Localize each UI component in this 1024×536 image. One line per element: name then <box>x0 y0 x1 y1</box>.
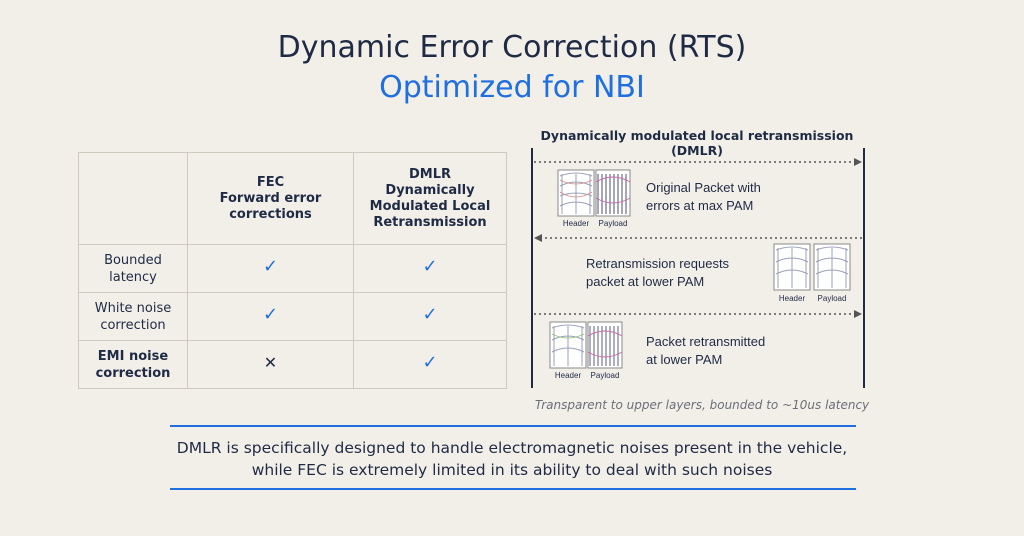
packet-thumbnail-1: Header Payload <box>557 169 631 228</box>
row-label-white-noise: White noise correction <box>78 292 188 341</box>
summary-line1: DMLR is specifically designed to handle … <box>176 439 848 457</box>
row-label-line: correction <box>100 317 166 333</box>
summary-text: DMLR is specifically designed to handle … <box>130 437 894 481</box>
cell-dmlr-bounded-latency: ✓ <box>353 244 507 293</box>
cell-dmlr-white-noise: ✓ <box>353 292 507 341</box>
cross-icon: ✕ <box>263 353 278 372</box>
dmlr-header-line4: Retransmission <box>373 214 487 230</box>
row-label-line: EMI noise <box>97 348 169 364</box>
dmlr-header-title: DMLR <box>408 166 452 182</box>
column-header-fec: FEC Forward error corrections <box>187 152 354 245</box>
column-header-dmlr: DMLR Dynamically Modulated Local Retrans… <box>353 152 507 245</box>
check-icon: ✓ <box>422 351 438 373</box>
check-icon: ✓ <box>422 255 438 277</box>
cell-fec-white-noise: ✓ <box>187 292 354 341</box>
table-row: White noise correction ✓ ✓ <box>78 292 507 341</box>
divider-top <box>170 425 856 427</box>
table-row: EMI noise correction ✕ ✓ <box>78 340 507 389</box>
header-label: Header <box>563 219 590 228</box>
diagram-heading: Dynamically modulated local retransmissi… <box>540 128 854 158</box>
divider-bottom <box>170 488 856 490</box>
row-label-line: correction <box>95 365 171 381</box>
row-label-emi-noise: EMI noise correction <box>78 340 188 389</box>
step2-text-line2: packet at lower PAM <box>586 274 704 289</box>
cell-dmlr-emi-noise: ✓ <box>353 340 507 389</box>
cell-fec-emi-noise: ✕ <box>187 340 354 389</box>
step3-text-line1: Packet retransmitted <box>646 334 765 349</box>
fec-header-title: FEC <box>256 174 285 190</box>
header-label: Header <box>779 294 806 303</box>
fec-header-line2: Forward error <box>219 190 322 206</box>
header-label: Header <box>555 371 582 380</box>
table-header-row: FEC Forward error corrections DMLR Dynam… <box>78 152 507 245</box>
page-subtitle: Optimized for NBI <box>379 70 645 105</box>
arrowhead-left-icon <box>534 234 542 242</box>
step3-text-line2: at lower PAM <box>646 352 722 367</box>
row-label-bounded-latency: Bounded latency <box>78 244 188 293</box>
summary-line2: while FEC is extremely limited in its ab… <box>251 461 773 479</box>
check-icon: ✓ <box>422 303 438 325</box>
row-label-line: White noise <box>94 300 172 316</box>
check-icon: ✓ <box>262 255 279 277</box>
dmlr-header-line2: Dynamically <box>385 182 475 198</box>
packet-thumbnail-2: Header Payload <box>773 243 851 303</box>
row-label-line: Bounded <box>104 252 162 268</box>
payload-label: Payload <box>818 294 847 303</box>
comparison-table: FEC Forward error corrections DMLR Dynam… <box>78 152 507 389</box>
packet-thumbnail-3: Header Payload <box>549 321 623 380</box>
table-row: Bounded latency ✓ ✓ <box>78 244 507 293</box>
payload-label: Payload <box>591 371 620 380</box>
payload-label: Payload <box>599 219 628 228</box>
fec-header-line3: corrections <box>229 206 312 222</box>
table-corner-cell <box>78 152 188 245</box>
arrowhead-right-icon <box>854 310 862 318</box>
dmlr-header-line3: Modulated Local <box>369 198 491 214</box>
step1-text-line1: Original Packet with <box>646 180 761 195</box>
dmlr-sequence-diagram: Header Payload Original Packet with erro… <box>531 148 865 388</box>
diagram-caption: Transparent to upper layers, bounded to … <box>534 398 870 412</box>
check-icon: ✓ <box>262 303 279 325</box>
step1-text-line2: errors at max PAM <box>646 198 753 213</box>
step2-text-line1: Retransmission requests <box>586 256 730 271</box>
page-title: Dynamic Error Correction (RTS) <box>277 30 747 65</box>
arrowhead-right-icon <box>854 158 862 166</box>
cell-fec-bounded-latency: ✓ <box>187 244 354 293</box>
row-label-line: latency <box>109 269 157 285</box>
